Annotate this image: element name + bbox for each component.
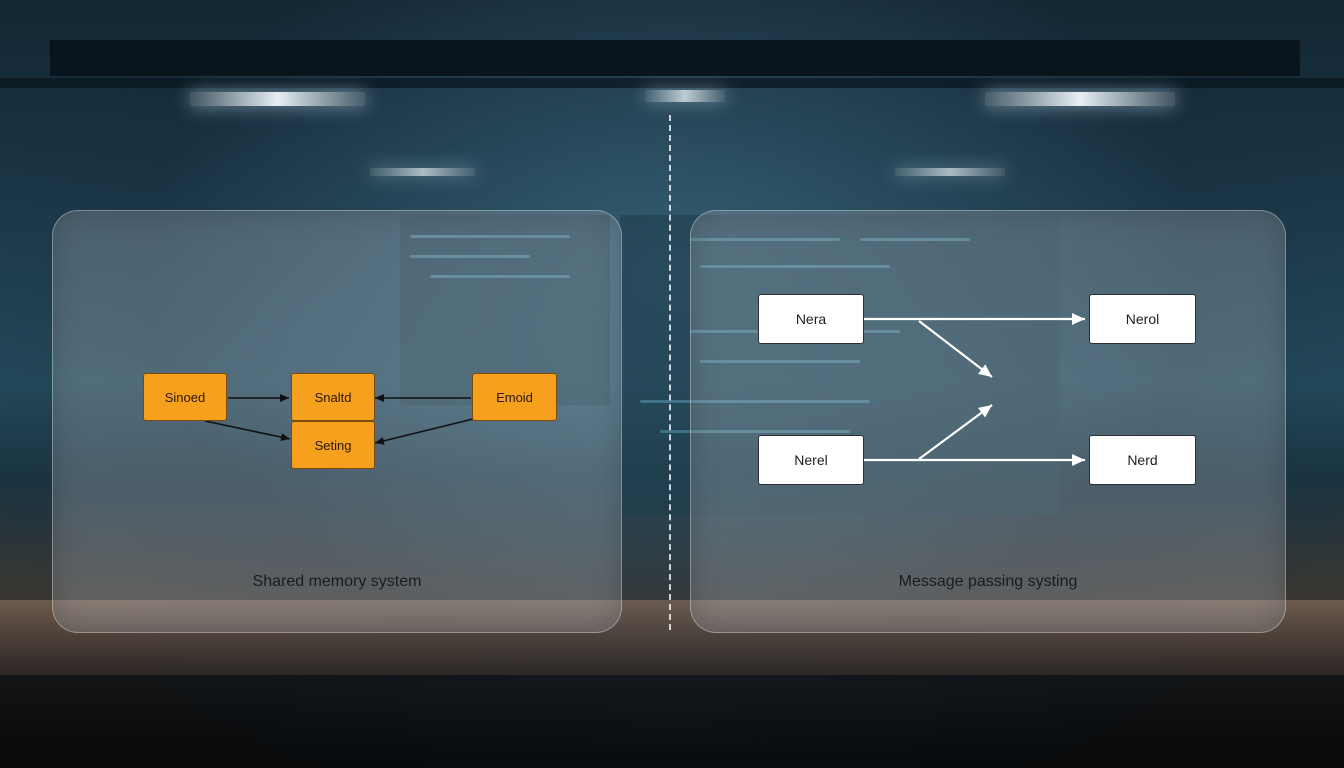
edge-nerel-center bbox=[918, 404, 993, 460]
code-line bbox=[410, 235, 570, 238]
node-nera: Nera bbox=[758, 294, 864, 344]
code-line bbox=[700, 360, 860, 363]
message-passing-panel: Nera Nerol Nerel Nerd Message passing sy… bbox=[690, 210, 1286, 633]
ceiling-beam bbox=[0, 78, 1344, 88]
message-passing-edges bbox=[863, 313, 1085, 466]
shared-memory-panel: Sinoed Snaltd Emoid Seting Shared memory… bbox=[52, 210, 622, 633]
ceiling-light bbox=[190, 92, 365, 106]
code-line bbox=[410, 255, 530, 258]
code-line bbox=[700, 265, 890, 268]
edge-sinoed-seting bbox=[204, 420, 291, 442]
code-line bbox=[660, 430, 850, 433]
desk-surface bbox=[0, 600, 1344, 675]
ceiling-beam bbox=[50, 40, 1300, 76]
ceiling-light bbox=[645, 90, 725, 102]
ceiling-light bbox=[895, 168, 1005, 176]
ceiling-light bbox=[370, 168, 475, 176]
shared-memory-caption: Shared memory system bbox=[252, 573, 422, 590]
code-line bbox=[430, 275, 570, 278]
code-line bbox=[690, 238, 840, 241]
ceiling-light bbox=[985, 92, 1175, 106]
edge-nera-center bbox=[918, 320, 993, 378]
node-emoid: Emoid bbox=[472, 373, 557, 421]
edge-emoid-seting bbox=[374, 418, 474, 445]
node-nerol: Nerol bbox=[1089, 294, 1196, 344]
node-nerel: Nerel bbox=[758, 435, 864, 485]
node-nerd: Nerd bbox=[1089, 435, 1196, 485]
message-passing-caption: Message passing systing bbox=[898, 573, 1078, 590]
node-sinoed: Sinoed bbox=[143, 373, 227, 421]
code-line bbox=[860, 238, 970, 241]
code-line bbox=[640, 400, 870, 403]
divider-line bbox=[669, 115, 671, 630]
node-snaltd: Snaltd bbox=[291, 373, 375, 421]
node-seting: Seting bbox=[291, 421, 375, 469]
